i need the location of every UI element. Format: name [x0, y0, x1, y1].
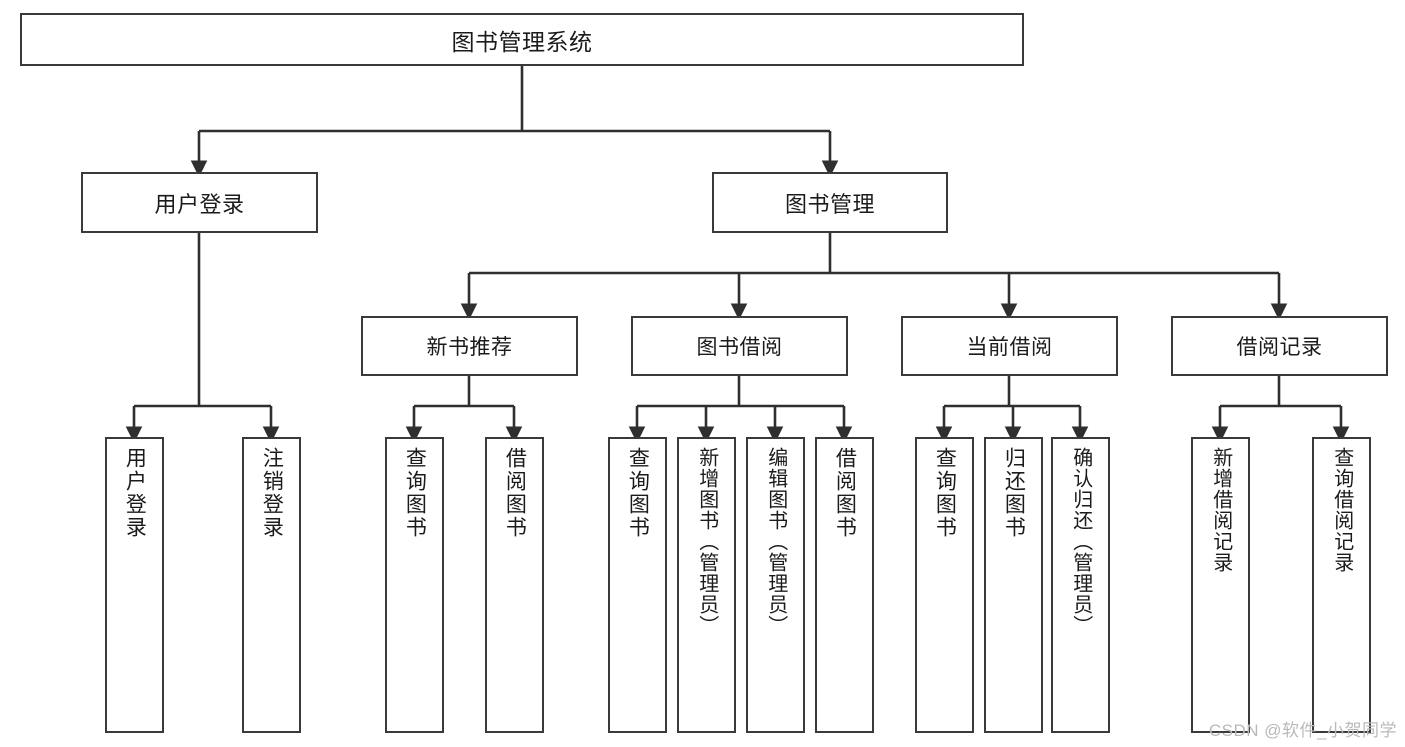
node-leaf-borrow-book-1-label: 借阅图书 [503, 447, 527, 539]
node-leaf-query-book-3-label: 查询图书 [933, 447, 957, 539]
node-leaf-user-login-label: 用户登录 [123, 447, 147, 539]
node-leaf-logout-label: 注销登录 [260, 447, 284, 539]
node-leaf-borrow-book-2-label: 借阅图书 [833, 447, 857, 539]
node-leaf-add-record[interactable]: 新增借阅记录 [1191, 437, 1250, 733]
node-root-label: 图书管理系统 [451, 28, 593, 55]
node-book-borrow[interactable]: 图书借阅 [631, 316, 848, 376]
node-leaf-logout[interactable]: 注销登录 [242, 437, 301, 733]
node-leaf-borrow-book-1[interactable]: 借阅图书 [485, 437, 544, 733]
node-leaf-query-book-3[interactable]: 查询图书 [915, 437, 974, 733]
node-new-book-rec-label: 新书推荐 [426, 336, 513, 359]
node-leaf-return-book[interactable]: 归还图书 [984, 437, 1043, 733]
node-leaf-user-login[interactable]: 用户登录 [105, 437, 164, 733]
node-leaf-confirm-return[interactable]: 确认归还（管理员） [1051, 437, 1110, 733]
node-new-book-rec[interactable]: 新书推荐 [361, 316, 578, 376]
node-leaf-return-book-label: 归还图书 [1002, 447, 1026, 539]
node-leaf-query-book-1[interactable]: 查询图书 [385, 437, 444, 733]
node-leaf-add-book[interactable]: 新增图书（管理员） [677, 437, 736, 733]
node-leaf-add-book-label: 新增图书（管理员） [695, 447, 718, 636]
node-leaf-query-book-2[interactable]: 查询图书 [608, 437, 667, 733]
node-user-login-label: 用户登录 [154, 191, 245, 217]
node-leaf-query-record[interactable]: 查询借阅记录 [1312, 437, 1371, 733]
node-leaf-confirm-return-label: 确认归还（管理员） [1069, 447, 1092, 636]
node-leaf-add-record-label: 新增借阅记录 [1209, 447, 1232, 573]
node-book-borrow-label: 图书借阅 [696, 336, 783, 359]
node-leaf-query-record-label: 查询借阅记录 [1330, 447, 1353, 573]
node-leaf-edit-book-label: 编辑图书（管理员） [764, 447, 787, 636]
node-leaf-borrow-book-2[interactable]: 借阅图书 [815, 437, 874, 733]
node-book-manage[interactable]: 图书管理 [712, 172, 948, 233]
node-current-borrow[interactable]: 当前借阅 [901, 316, 1118, 376]
node-borrow-record[interactable]: 借阅记录 [1171, 316, 1388, 376]
node-book-manage-label: 图书管理 [784, 191, 875, 217]
node-leaf-query-book-1-label: 查询图书 [403, 447, 427, 539]
node-leaf-edit-book[interactable]: 编辑图书（管理员） [746, 437, 805, 733]
node-root[interactable]: 图书管理系统 [20, 13, 1024, 66]
node-borrow-record-label: 借阅记录 [1236, 336, 1323, 359]
node-user-login[interactable]: 用户登录 [81, 172, 318, 233]
node-leaf-query-book-2-label: 查询图书 [626, 447, 650, 539]
node-current-borrow-label: 当前借阅 [966, 336, 1053, 359]
csdn-watermark: CSDN @软件_小贺同学 [1208, 721, 1397, 740]
